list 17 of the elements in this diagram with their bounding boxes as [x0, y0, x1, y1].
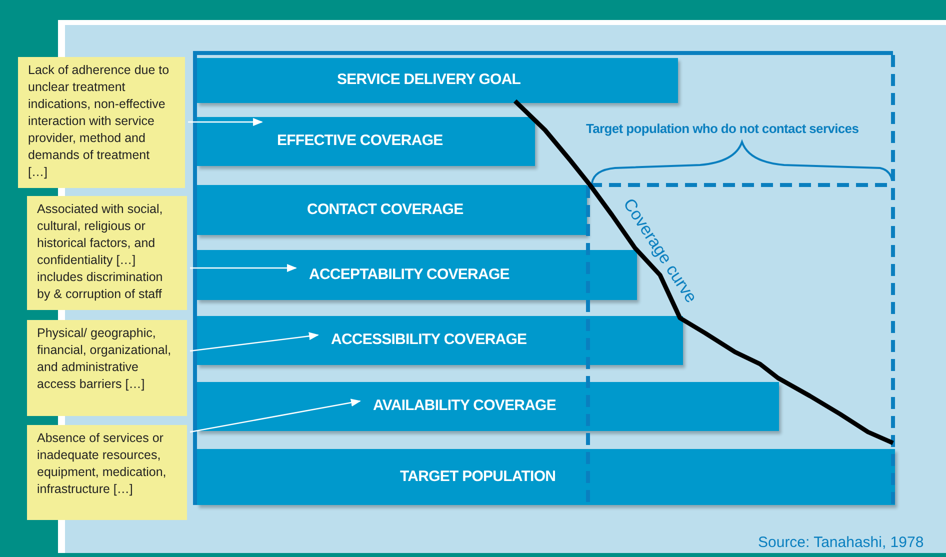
note-box: Absence of services or inadequate resources, equipment, medication, infrastructure […]: [27, 425, 187, 520]
arrow: [190, 332, 319, 352]
source-note: Source: Tanahashi, 1978: [758, 533, 924, 553]
note-box: Lack of adherence due to unclear treatment indications, non-effective interaction with service provider, method and demands of treatment […]: [18, 57, 185, 188]
arrow: [188, 118, 263, 126]
coverage-bar: ACCEPTABILITY COVERAGE: [197, 250, 637, 300]
arrow: [190, 398, 361, 433]
coverage-bar: TARGET POPULATION: [197, 449, 895, 505]
arrow: [190, 264, 297, 272]
coverage-bar: AVAILABILITY COVERAGE: [197, 382, 779, 431]
coverage-bar: CONTACT COVERAGE: [197, 185, 587, 235]
note-box: Physical/ geographic, financial, organizational, and administrative access barriers […]: [27, 320, 187, 416]
coverage-bar: EFFECTIVE COVERAGE: [197, 117, 535, 166]
coverage-bar: ACCESSIBILITY COVERAGE: [197, 316, 683, 365]
coverage-bar: SERVICE DELIVERY GOAL: [197, 58, 678, 103]
note-box: Associated with social, cultural, religious or historical factors, and confidentiality […] includes discrimination by & corruption of staff: [27, 196, 187, 310]
brace-label: Target population who do not contact services: [586, 120, 859, 138]
